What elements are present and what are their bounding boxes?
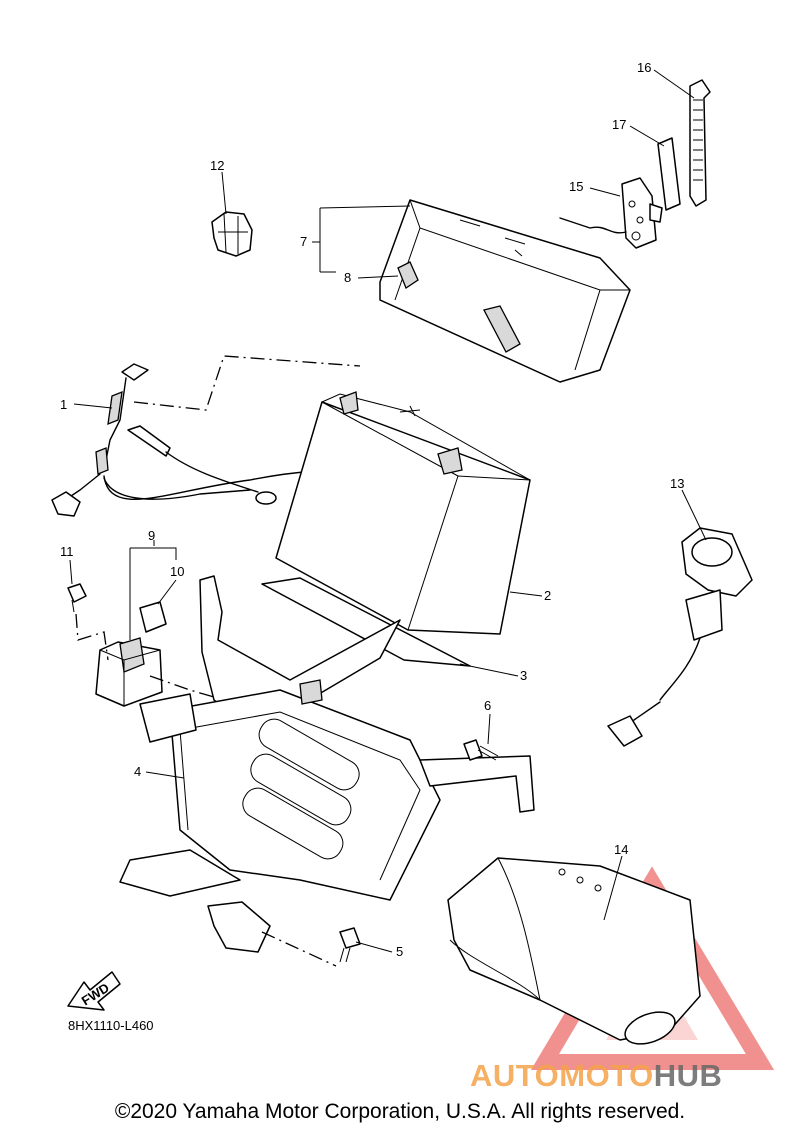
svg-text:AUTOMOTOHUB: AUTOMOTOHUB bbox=[470, 1058, 722, 1093]
callout-6: 6 bbox=[484, 698, 491, 713]
part-1-battery-cable[interactable] bbox=[51, 363, 361, 517]
callout-9: 9 bbox=[148, 528, 155, 543]
callout-3: 3 bbox=[520, 668, 527, 683]
leader-1-battery bbox=[133, 355, 361, 411]
callout-10: 10 bbox=[170, 564, 184, 579]
watermark-logo: AUTOMOTOHUB bbox=[470, 1058, 722, 1093]
part-4-battery-box[interactable] bbox=[119, 575, 535, 953]
part-14-cover[interactable] bbox=[447, 857, 701, 1050]
leader-lines bbox=[69, 69, 707, 953]
callout-15: 15 bbox=[569, 179, 583, 194]
part-9-relay[interactable] bbox=[95, 637, 163, 707]
callout-8: 8 bbox=[344, 270, 351, 285]
watermark-part2: HUB bbox=[654, 1058, 723, 1093]
callout-4: 4 bbox=[134, 764, 141, 779]
part-16-cable-tie[interactable] bbox=[689, 79, 711, 207]
part-7-battery-cover[interactable] bbox=[379, 199, 631, 383]
leader-5 bbox=[261, 931, 337, 967]
part-2-battery[interactable] bbox=[275, 391, 531, 635]
copyright-notice: ©2020 Yamaha Motor Corporation, U.S.A. A… bbox=[114, 1100, 686, 1123]
part-10-fuse[interactable] bbox=[139, 601, 167, 633]
callout-2: 2 bbox=[544, 588, 551, 603]
part-5-bolt[interactable] bbox=[339, 927, 361, 963]
part-6-bolt[interactable] bbox=[463, 739, 499, 761]
callout-17: 17 bbox=[612, 117, 626, 132]
callout-labels: 16 17 15 12 7 8 1 13 9 11 10 2 3 6 4 14 … bbox=[60, 60, 684, 959]
callout-11: 11 bbox=[60, 544, 74, 559]
callout-16: 16 bbox=[637, 60, 651, 75]
part-11-bolt[interactable] bbox=[67, 583, 87, 613]
callout-7: 7 bbox=[300, 234, 307, 249]
callout-14: 14 bbox=[614, 842, 628, 857]
leader-9-11 bbox=[75, 613, 109, 661]
callout-12: 12 bbox=[210, 158, 224, 173]
watermark-part1: AUTOMOTO bbox=[470, 1058, 654, 1093]
part-17-pad[interactable] bbox=[657, 137, 681, 211]
diagram-code: 8HX1110-L460 bbox=[68, 1018, 154, 1033]
part-13-socket[interactable] bbox=[607, 527, 753, 747]
callout-1: 1 bbox=[60, 397, 67, 412]
part-15-bracket[interactable] bbox=[559, 177, 663, 249]
part-12-clip[interactable] bbox=[211, 211, 253, 257]
callout-5: 5 bbox=[396, 944, 403, 959]
callout-13: 13 bbox=[670, 476, 684, 491]
fwd-arrow-icon: FWD bbox=[67, 971, 121, 1011]
